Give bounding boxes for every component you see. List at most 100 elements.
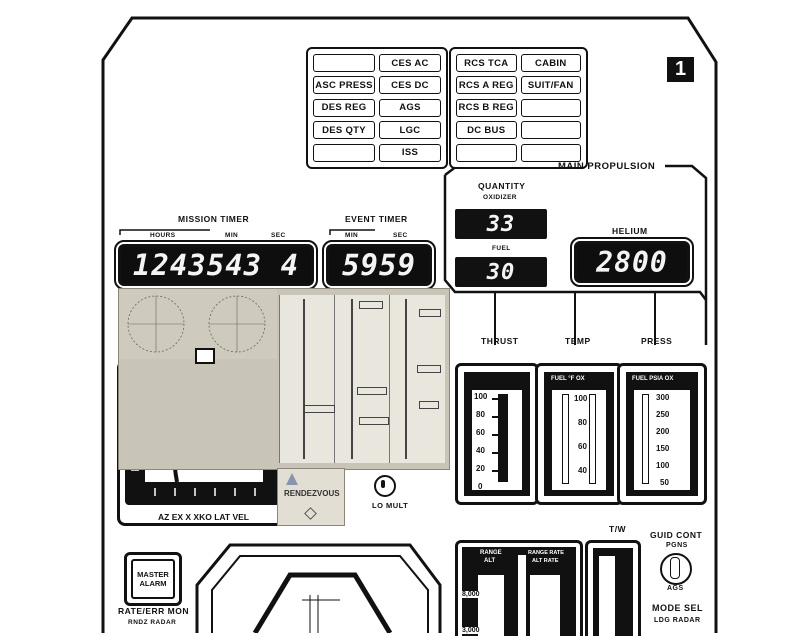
press-scale-250: 250 (656, 410, 670, 419)
range-scale-8000: 8,000 (462, 591, 480, 598)
event-timer-digits: 5959 (342, 248, 416, 282)
caution-lamp (520, 121, 581, 140)
temp-gauge-face: FUEL °F OX 100 80 60 40 (544, 372, 614, 496)
mission-timer-min-label: MIN (225, 232, 239, 239)
temp-scale-100: 100 (574, 394, 588, 403)
mission-timer-sec-label: SEC (271, 232, 286, 239)
tw-indicator (585, 540, 641, 636)
caution-lamp-dc-bus: DC BUS (456, 121, 517, 140)
event-timer-title: EVENT TIMER (345, 214, 408, 224)
press-scale-200: 200 (656, 427, 670, 436)
thrust-scale-40: 40 (476, 446, 485, 455)
mode-sel-label: MODE SEL (652, 603, 704, 613)
temp-scale-80: 80 (578, 418, 587, 427)
press-scale-150: 150 (656, 444, 670, 453)
triangle-icon (286, 473, 298, 485)
temp-gauge-header: FUEL °F OX (551, 376, 585, 382)
press-scale-300: 300 (656, 393, 670, 402)
range-scale-3000: 3,000 (462, 627, 480, 634)
caution-lamp-ces-ac: CES AC (379, 54, 441, 72)
lo-mult-knob[interactable] (374, 475, 396, 497)
panel-number-plate: 1 (667, 57, 694, 82)
thrust-scale-0: 0 (478, 482, 483, 491)
caution-lamp-des-qty: DES QTY (313, 121, 375, 140)
caution-lamp (313, 54, 375, 72)
thrust-gauge-face: 100 80 60 40 20 0 (464, 372, 530, 496)
press-label: PRESS (641, 336, 673, 346)
checklist-card (118, 288, 450, 470)
thrust-gauge: 100 80 60 40 20 0 (455, 363, 539, 505)
thrust-scale-20: 20 (476, 464, 485, 473)
thrust-scale-80: 80 (476, 410, 485, 419)
caution-lamp (520, 98, 581, 117)
temp-gauge: FUEL °F OX 100 80 60 40 (535, 363, 623, 505)
press-gauge-face: FUEL PSIA OX 300 250 200 150 100 50 (626, 372, 698, 496)
press-gauge-header: FUEL PSIA OX (632, 376, 674, 382)
checklist-card-tab: RENDEZVOUS (277, 468, 345, 526)
thrust-scale-100: 100 (474, 392, 488, 401)
checklist-card-title: RENDEZVOUS (284, 489, 340, 498)
oxidizer-quantity-display: 33 (455, 209, 547, 239)
quantity-label: QUANTITY (478, 181, 526, 191)
master-alarm-label-1: MASTER (137, 570, 169, 579)
range-altitude-indicator: RANGE ALT RANGE RATE ALT RATE 8,000 3,00… (455, 540, 583, 636)
ldg-radar-label: LDG RADAR (654, 617, 701, 624)
event-timer-min-label: MIN (345, 232, 359, 239)
ags-label: AGS (667, 585, 684, 592)
caution-lamp (456, 143, 517, 162)
event-timer-sec-label: SEC (393, 232, 408, 239)
fuel-quantity-value: 30 (486, 259, 516, 285)
caution-lamp (520, 143, 581, 162)
caution-lamp-iss: ISS (379, 143, 441, 162)
caution-lamp-ags: AGS (379, 98, 441, 117)
guid-cont-label: GUID CONT (650, 530, 703, 540)
temp-label: TEMP (565, 336, 591, 346)
press-gauge: FUEL PSIA OX 300 250 200 150 100 50 (617, 363, 707, 505)
mission-timer-title: MISSION TIMER (178, 214, 250, 224)
caution-lamp-suit-fan: SUIT/FAN (520, 76, 581, 95)
main-propulsion-title: MAIN PROPULSION (558, 161, 656, 172)
lo-mult-label: LO MULT (372, 501, 409, 510)
range-label: RANGE (480, 550, 502, 556)
master-alarm-label-2: ALARM (139, 579, 167, 588)
mission-timer-display: 1243543 4 (114, 240, 318, 290)
master-alarm-button[interactable]: MASTER ALARM (124, 552, 182, 606)
caution-panel-left: CES AC ASC PRESS CES DC DES REG AGS DES … (306, 47, 448, 169)
press-scale-100: 100 (656, 461, 670, 470)
cross-pointer-mount (195, 348, 215, 364)
fuel-label: FUEL (492, 245, 511, 252)
caution-lamp (313, 143, 375, 162)
caution-lamp-rcs-tca: RCS TCA (456, 54, 517, 72)
temp-scale-40: 40 (578, 466, 587, 475)
helium-display: 2800 (570, 237, 694, 287)
panel-number: 1 (674, 58, 687, 80)
event-timer-display: 5959 (322, 240, 436, 290)
mission-timer-hours-label: HOURS (150, 232, 176, 239)
alt-rate-label: ALT RATE (532, 558, 559, 564)
alt-label: ALT (484, 558, 496, 564)
caution-lamp-cabin: CABIN (520, 54, 581, 72)
rndz-radar-label: RNDZ RADAR (128, 619, 177, 626)
range-rate-label: RANGE RATE (528, 550, 564, 556)
caution-lamp-ces-dc: CES DC (379, 76, 441, 95)
rate-err-mon-label: RATE/ERR MON (118, 606, 190, 616)
diamond-icon (304, 507, 317, 520)
press-scale-50: 50 (660, 478, 669, 487)
caution-lamp-rcs-b-reg: RCS B REG (456, 98, 517, 117)
caution-panel-right: RCS TCA CABIN RCS A REG SUIT/FAN RCS B R… (449, 47, 588, 169)
temp-scale-60: 60 (578, 442, 587, 451)
cross-pointer-labels: AZ EX X XKO LAT VEL (158, 512, 249, 522)
helium-label: HELIUM (612, 226, 648, 236)
tw-label: T/W (609, 524, 627, 534)
oxidizer-label: OXIDIZER (483, 194, 517, 201)
pgns-label: PGNS (666, 542, 688, 549)
mission-timer-digits: 1243543 4 (132, 248, 300, 282)
caution-lamp-des-reg: DES REG (313, 98, 375, 117)
helium-value: 2800 (596, 245, 668, 279)
caution-lamp-rcs-a-reg: RCS A REG (456, 76, 517, 95)
caution-lamp-lgc: LGC (379, 121, 441, 140)
thrust-label: THRUST (481, 336, 519, 346)
oxidizer-quantity-value: 33 (486, 211, 516, 237)
guid-cont-toggle-switch[interactable] (660, 553, 692, 585)
